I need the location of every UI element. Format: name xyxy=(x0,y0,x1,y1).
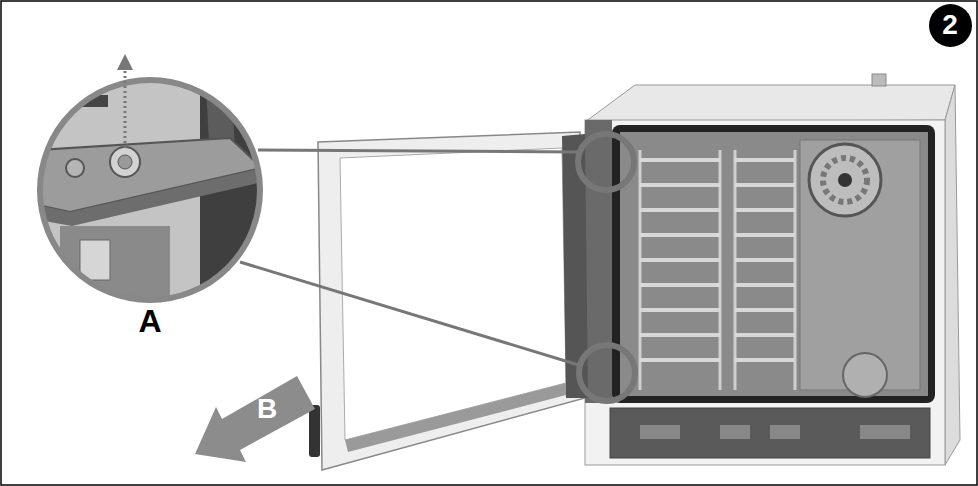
callout-leaders xyxy=(240,134,635,401)
step-number: 2 xyxy=(929,4,972,47)
inset-letter: A xyxy=(138,304,161,339)
direction-arrow: B xyxy=(195,362,317,462)
oven-body xyxy=(585,74,960,465)
step-number-text: 2 xyxy=(942,10,958,41)
arrow-letter: B xyxy=(257,394,277,425)
arrow-shape xyxy=(195,376,315,462)
oven-door xyxy=(309,132,588,470)
hinge-inset xyxy=(38,54,270,320)
arrow-shape xyxy=(195,362,317,462)
